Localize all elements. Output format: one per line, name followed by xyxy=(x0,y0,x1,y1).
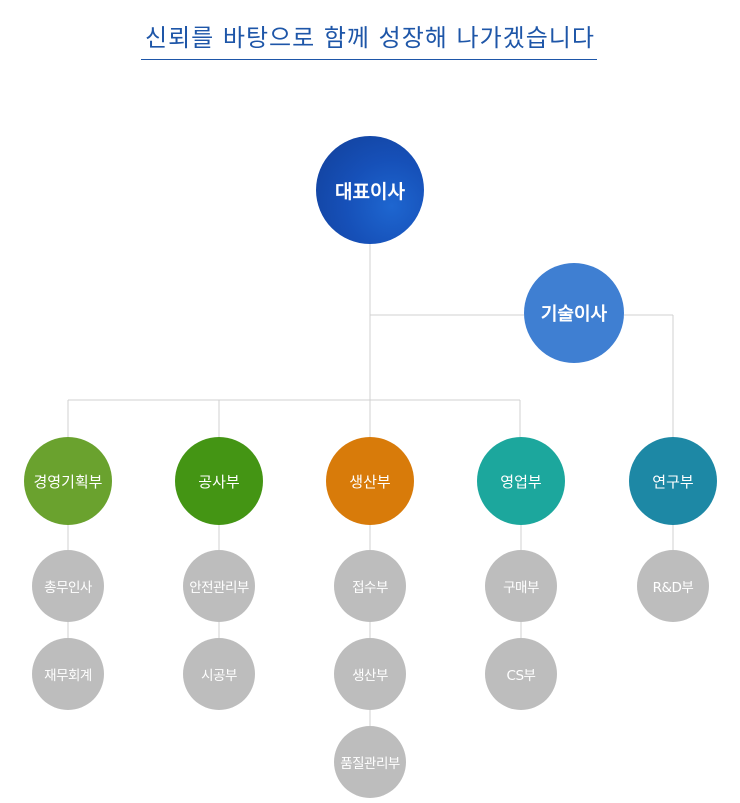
team-node: CS부 xyxy=(485,638,557,710)
ceo-node: 대표이사 xyxy=(316,136,424,244)
page-title: 신뢰를 바탕으로 함께 성장해 나가겠습니다 xyxy=(145,24,595,52)
team-node: 재무회계 xyxy=(32,638,104,710)
team-node: 안전관리부 xyxy=(183,550,255,622)
team-node: 접수부 xyxy=(334,550,406,622)
cto-node: 기술이사 xyxy=(524,263,624,363)
team-node: 총무인사 xyxy=(32,550,104,622)
team-node: 시공부 xyxy=(183,638,255,710)
dept-sales-node: 영업부 xyxy=(477,437,565,525)
dept-research-node: 연구부 xyxy=(629,437,717,525)
team-node: 구매부 xyxy=(485,550,557,622)
dept-construction-node: 공사부 xyxy=(175,437,263,525)
team-node: 생산부 xyxy=(334,638,406,710)
team-node: R&D부 xyxy=(637,550,709,622)
dept-planning-node: 경영기획부 xyxy=(24,437,112,525)
dept-production-node: 생산부 xyxy=(326,437,414,525)
team-node: 품질관리부 xyxy=(334,726,406,798)
title-underline xyxy=(141,59,597,60)
